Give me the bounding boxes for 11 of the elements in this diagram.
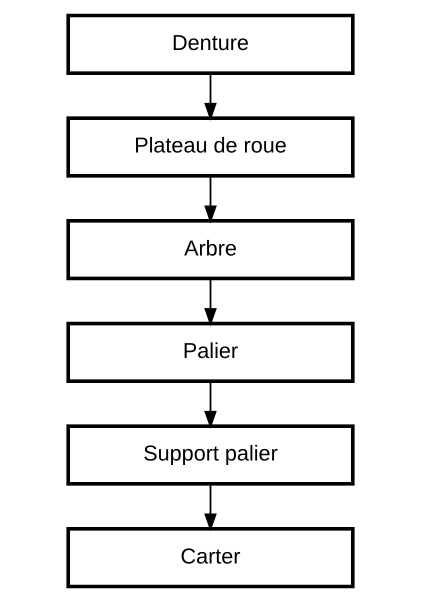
arrow [204, 73, 217, 121]
node-box: Support palier [66, 424, 355, 486]
arrow [204, 381, 217, 429]
arrow [204, 176, 217, 224]
arrow [204, 278, 217, 326]
node-box: Carter [66, 527, 355, 588]
node-box: Plateau de roue [66, 116, 355, 178]
node-box: Arbre [66, 219, 355, 280]
node-box: Palier [66, 322, 355, 383]
node-box: Denture [66, 14, 355, 75]
arrow [204, 484, 217, 532]
